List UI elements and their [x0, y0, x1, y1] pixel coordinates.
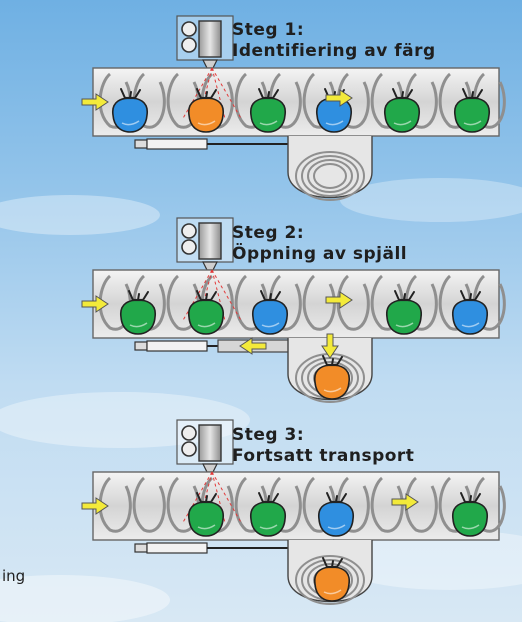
step-2-subtitle: Öppning av spjäll [232, 244, 408, 264]
conveyor-belt [92, 67, 500, 137]
arrow-right-icon [391, 493, 419, 511]
bag-green [250, 88, 286, 133]
camera-icon [176, 15, 234, 69]
bag-blue [112, 88, 148, 133]
step-3-heading: Steg 3: [232, 425, 305, 445]
bag-green [120, 290, 156, 335]
stage-2-panel [81, 217, 506, 403]
bag-green [452, 492, 488, 537]
arrow-right-icon [325, 291, 353, 309]
conveyor-belt [92, 471, 500, 541]
bag-green [454, 88, 490, 133]
bag-green [386, 290, 422, 335]
arrow-left-icon [239, 337, 267, 355]
stage-1-panel [81, 15, 506, 201]
bag-blue [318, 492, 354, 537]
bag-blue [252, 290, 288, 335]
bag-in-chute-orange [314, 355, 350, 400]
bag-orange [188, 88, 224, 133]
bag-in-chute-orange [314, 557, 350, 602]
bag-blue [452, 290, 488, 335]
bag-green [250, 492, 286, 537]
gate-actuator [134, 339, 296, 353]
arrow-right-icon [81, 295, 109, 313]
arrow-right-icon [325, 89, 353, 107]
arrow-down-icon [321, 333, 339, 359]
camera-icon [176, 419, 234, 473]
camera-icon [176, 217, 234, 271]
step-3-subtitle: Fortsatt transport [232, 446, 415, 466]
collection-chute [287, 136, 373, 201]
step-2-heading: Steg 2: [232, 223, 305, 243]
step-1-heading: Steg 1: [232, 20, 305, 40]
bag-green [188, 290, 224, 335]
conveyor-belt [92, 269, 500, 339]
arrow-right-icon [81, 93, 109, 111]
arrow-right-icon [81, 497, 109, 515]
step-1-subtitle: Identifiering av färg [232, 41, 436, 61]
bag-green [384, 88, 420, 133]
bag-green [188, 492, 224, 537]
cropped-side-text: ing [2, 567, 26, 585]
stage-3-panel [81, 419, 506, 605]
